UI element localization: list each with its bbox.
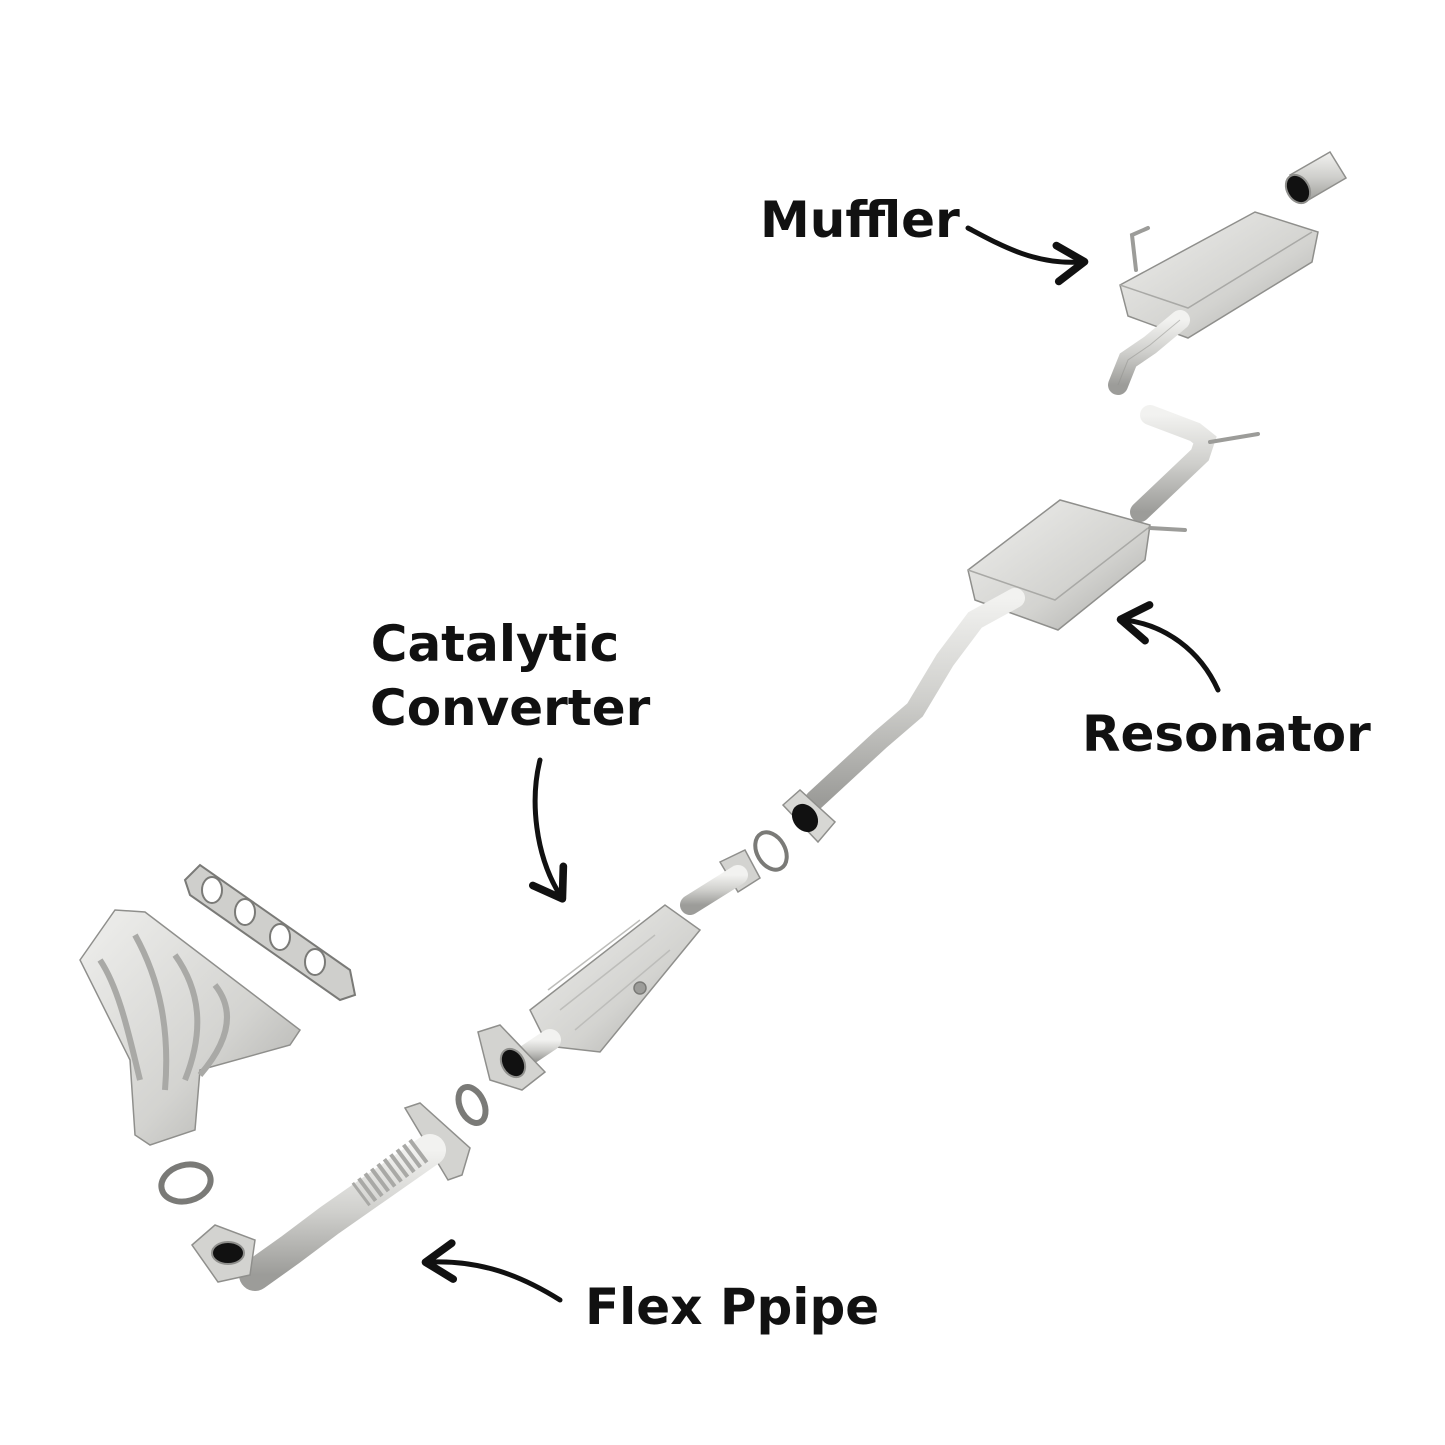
exhaust-manifold [79, 909, 302, 1146]
gasket-ring-flex [158, 1161, 214, 1205]
muffler-part [1108, 211, 1319, 395]
catalytic-converter-part [477, 849, 761, 1091]
muffler-label: Muffler [760, 191, 960, 249]
muffler-arrow [965, 225, 1089, 286]
tailpipe-tip [1284, 150, 1348, 205]
catalytic-converter-label-line2: Converter [370, 679, 651, 737]
catalytic-converter-label-line1: Catalytic [370, 615, 620, 673]
resonator-label: Resonator [1082, 705, 1371, 763]
gasket-ring-mid [753, 830, 789, 872]
gasket-ring-cat [455, 1084, 489, 1126]
flex-pipe-arrow [421, 1239, 563, 1303]
catalytic-arrow [528, 757, 568, 903]
resonator-part [781, 405, 1260, 844]
flex-pipe-part [190, 1102, 471, 1291]
resonator-arrow [1116, 601, 1221, 693]
flex-pipe-label: Flex Ppipe [585, 1278, 880, 1336]
manifold-gasket [183, 863, 357, 1002]
catalytic-converter-label: Catalytic Converter [370, 612, 651, 740]
